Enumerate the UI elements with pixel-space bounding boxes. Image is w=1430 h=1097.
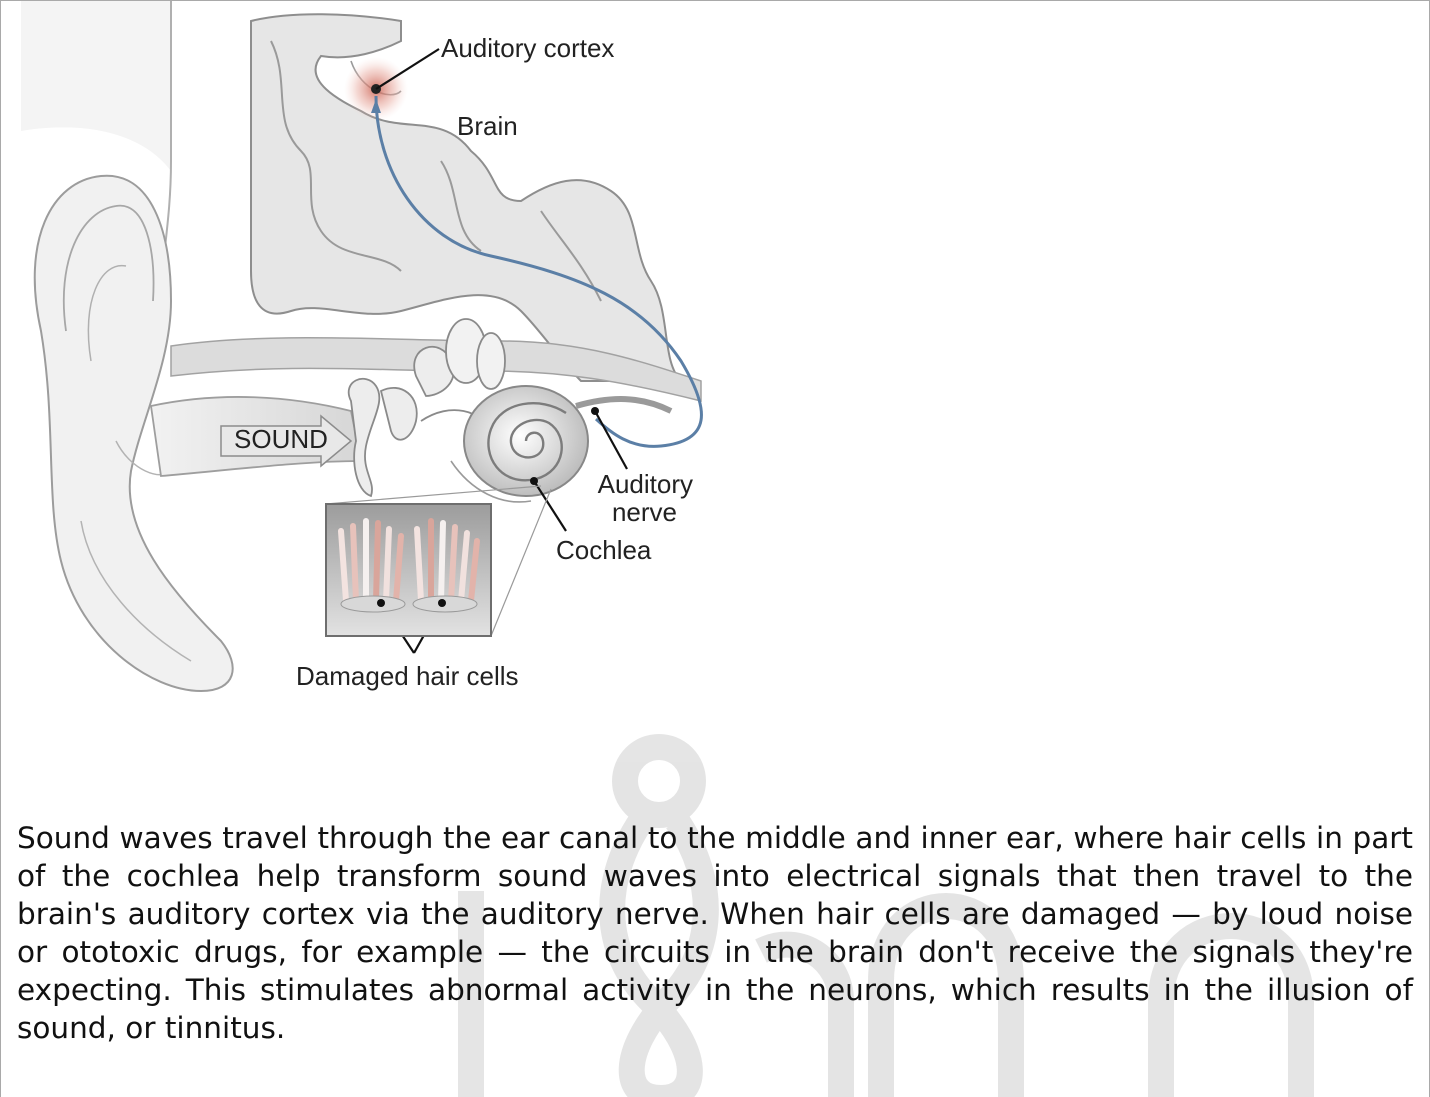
hair-cells-icon (326, 486, 551, 636)
cochlea-icon (451, 386, 588, 502)
label-cochlea: Cochlea (556, 535, 652, 565)
label-auditory-nerve-line1: Auditory (598, 469, 693, 499)
label-brain: Brain (457, 111, 518, 141)
figure-caption: Sound waves travel through the ear canal… (17, 819, 1413, 1047)
auditory-nerve-bundle (576, 399, 671, 411)
ear-anatomy-figure: SOUND (21, 1, 721, 701)
label-damaged-hair-cells: Damaged hair cells (296, 661, 519, 691)
label-auditory-cortex: Auditory cortex (441, 33, 614, 63)
label-auditory-nerve-line2: nerve (612, 497, 677, 527)
sound-arrow-label: SOUND (234, 424, 328, 454)
